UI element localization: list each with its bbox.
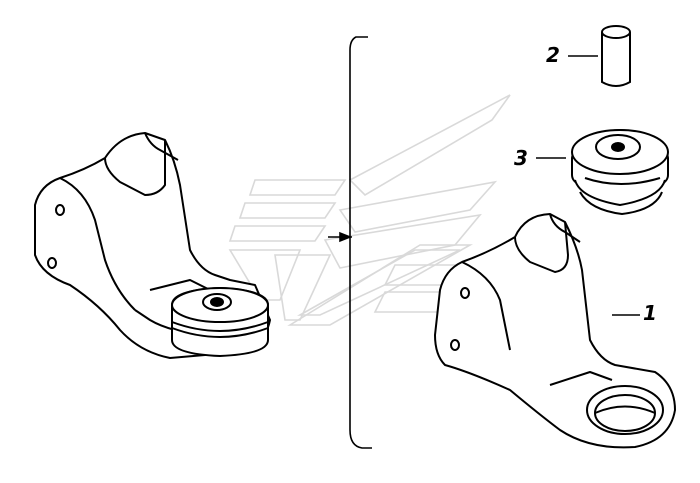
watermark-logo (228, 94, 511, 326)
cushion-part-3 (571, 128, 669, 216)
bracket-part-1 (434, 213, 676, 449)
separator-bracket (328, 36, 372, 449)
leader-lines (536, 55, 640, 316)
callout-label-3: 3 (514, 146, 528, 170)
bushing-part-2 (601, 25, 631, 87)
callout-label-1: 1 (643, 301, 657, 325)
callout-label-2: 2 (546, 43, 560, 67)
assembled-bracket (34, 132, 271, 359)
